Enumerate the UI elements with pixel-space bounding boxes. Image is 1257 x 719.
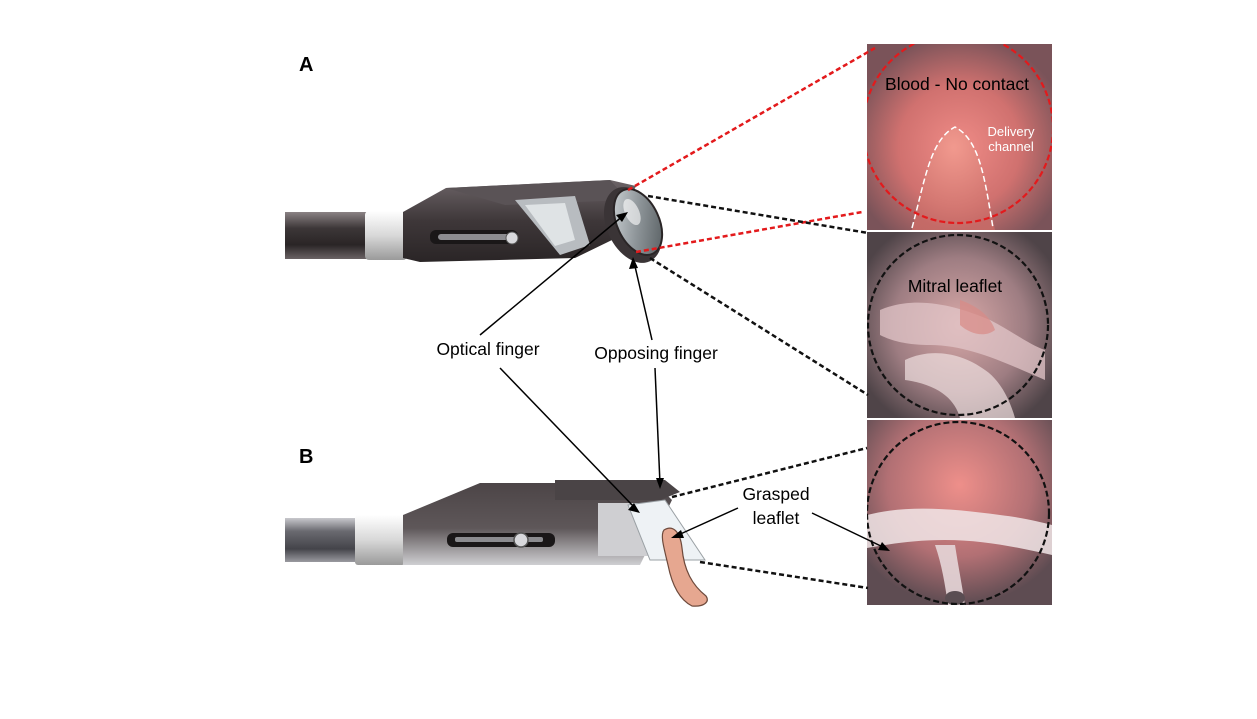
black-connector-bottom-b: [699, 560, 869, 590]
black-connector-top-a: [647, 194, 869, 235]
device-b: [285, 480, 708, 607]
mitral-tissue-fold-1: [880, 302, 1045, 380]
device-b-slot-pin: [455, 537, 543, 542]
view-blood-circle: [867, 44, 1052, 225]
delivery-channel-outline: [911, 126, 994, 229]
arrow-optical-b: [499, 367, 636, 509]
arrow-grasped-view: [811, 512, 886, 549]
red-connector-top: [627, 46, 876, 192]
mitral-tissue-fold-2: [905, 353, 1015, 418]
device-a: [285, 180, 664, 263]
leaflet-tissue: [661, 527, 708, 607]
device-a-shaft: [285, 212, 370, 259]
delivery-channel-shape: [912, 127, 995, 230]
grasp-leaflet-band: [867, 508, 1052, 555]
device-b-slot-knob: [513, 532, 529, 548]
arrow-grasped-device: [675, 507, 739, 537]
callout-arrows: [479, 212, 890, 551]
arrow-opposing-a: [633, 261, 653, 341]
device-a-slot-pin: [438, 234, 510, 240]
arrow-grasped-view-head: [878, 542, 890, 551]
grasped-leaflet-label-2: leaflet: [753, 508, 800, 528]
view-mitral: [867, 232, 1052, 418]
arrow-grasped-device-head: [671, 530, 684, 538]
delivery-channel-label-1: Delivery: [988, 124, 1035, 139]
view-blood: [867, 44, 1052, 230]
device-a-slot-knob: [505, 231, 519, 245]
grasped-leaflet-label-1: Grasped: [742, 484, 809, 504]
device-a-upper-housing: [446, 180, 628, 205]
arrow-opposing-a-head: [629, 257, 638, 269]
panel-label-a: A: [299, 54, 313, 76]
blood-caption: Blood - No contact: [885, 74, 1029, 94]
red-connector-bottom: [635, 210, 863, 254]
view-grasped: [867, 420, 1052, 605]
arrow-optical-b-head: [628, 503, 640, 513]
arrow-opposing-b-head: [656, 478, 664, 489]
arrow-optical-a: [479, 214, 625, 336]
device-a-collar: [365, 211, 407, 260]
black-connector-top-b: [671, 446, 868, 499]
device-a-lens-glare: [623, 198, 641, 226]
view-mitral-circle: [867, 233, 1050, 417]
arrow-opposing-b: [654, 367, 661, 485]
device-b-collar: [355, 515, 405, 565]
optical-finger-label: Optical finger: [436, 339, 539, 359]
device-b-shaft: [285, 518, 360, 562]
mitral-caption: Mitral leaflet: [908, 276, 1002, 296]
grasp-finger-tip: [945, 591, 965, 605]
panel-label-b: B: [299, 446, 313, 468]
device-a-optical-window-highlight: [525, 203, 575, 246]
black-connector-bottom-a: [649, 256, 869, 397]
view-grasped-circle: [867, 420, 1051, 605]
arrow-optical-a-head: [616, 212, 628, 222]
mitral-tissue-red: [960, 300, 995, 335]
grasp-leaflet-tip: [935, 545, 965, 605]
opposing-finger-label: Opposing finger: [594, 343, 718, 363]
delivery-channel-label-2: channel: [988, 139, 1034, 154]
